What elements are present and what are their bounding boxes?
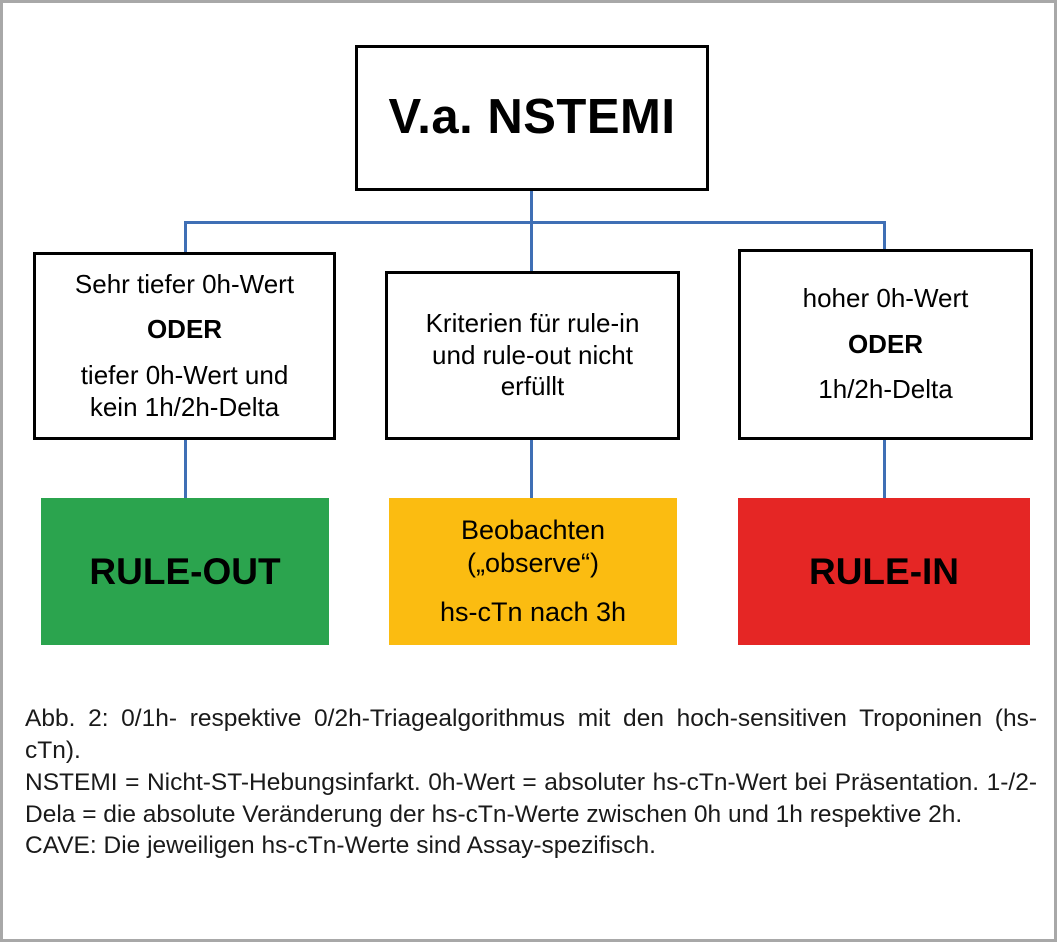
- outcome-observe-line-1: Beobachten: [460, 515, 606, 546]
- criteria-right-line-3: 1h/2h-Delta: [818, 374, 953, 405]
- caption-paragraph-2: NSTEMI = Nicht-ST-Hebungsinfarkt. 0h-Wer…: [25, 768, 1037, 828]
- node-criteria-middle: Kriterien für rule-in und rule-out nicht…: [385, 271, 680, 440]
- criteria-right-line-1: hoher 0h-Wert: [802, 282, 969, 313]
- caption-paragraph-1: Abb. 2: 0/1h- respektive 0/2h-Triagealgo…: [25, 705, 1037, 764]
- criteria-left-line-2: ODER: [146, 314, 223, 345]
- connector-drop-left: [184, 221, 187, 254]
- criteria-middle-line-1: Kriterien für rule-in: [425, 307, 640, 338]
- connector-right-to-rule-in: [883, 439, 886, 500]
- caption-paragraph-3: CAVE: Die jeweiligen hs-cTn-Werte sind A…: [25, 832, 656, 860]
- connector-root-trunk: [530, 191, 533, 224]
- node-criteria-right: hoher 0h-Wert ODER 1h/2h-Delta: [738, 249, 1033, 440]
- node-outcome-observe: Beobachten („observe“) hs-cTn nach 3h: [389, 498, 677, 645]
- outcome-observe-line-2: („observe“): [466, 548, 600, 579]
- connector-drop-right: [883, 221, 886, 251]
- criteria-left-line-3: tiefer 0h-Wert und: [80, 360, 289, 390]
- connector-drop-middle: [530, 221, 533, 273]
- outcome-observe-line-3: hs-cTn nach 3h: [439, 596, 627, 627]
- node-suspected-nstemi-label: V.a. NSTEMI: [388, 90, 676, 145]
- criteria-right-line-2: ODER: [847, 328, 924, 359]
- outcome-rule-out-label: RULE-OUT: [89, 550, 281, 592]
- connector-middle-to-observe: [530, 439, 533, 500]
- connector-horizontal-bus: [184, 221, 886, 224]
- connector-left-to-rule-out: [184, 439, 187, 500]
- node-criteria-left: Sehr tiefer 0h-Wert ODER tiefer 0h-Wert …: [33, 252, 336, 440]
- criteria-left-line-1: Sehr tiefer 0h-Wert: [74, 268, 295, 299]
- node-outcome-rule-in: RULE-IN: [738, 498, 1030, 645]
- figure-caption: Abb. 2: 0/1h- respektive 0/2h-Triagealgo…: [25, 703, 1037, 862]
- criteria-middle-line-3: erfüllt: [500, 371, 565, 402]
- outcome-rule-in-label: RULE-IN: [808, 550, 960, 592]
- node-outcome-rule-out: RULE-OUT: [41, 498, 329, 645]
- node-suspected-nstemi: V.a. NSTEMI: [355, 45, 709, 191]
- criteria-left-line-4: kein 1h/2h-Delta: [89, 391, 280, 422]
- criteria-middle-line-2: und rule-out nicht: [432, 339, 633, 370]
